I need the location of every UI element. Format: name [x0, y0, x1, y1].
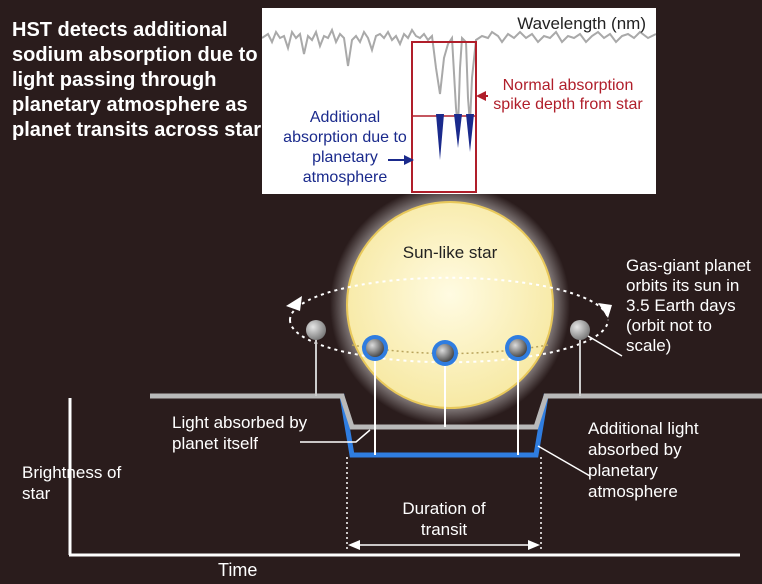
- page-title: HST detects additional sodium absorption…: [12, 19, 261, 141]
- additional-absorption-spike: [466, 114, 474, 152]
- normal-absorption-label: Normal absorption spike depth from star: [493, 77, 643, 113]
- arrow-right-icon: [528, 540, 540, 550]
- spectrum-plot: [262, 27, 656, 193]
- additional-absorption-label: Additional absorption due to planetary a…: [283, 109, 407, 186]
- arrow-left-icon: [476, 91, 486, 101]
- x-axis-label: Time: [218, 560, 258, 580]
- orbit-front: [289, 319, 609, 364]
- duration-label: Duration of transit: [402, 499, 486, 539]
- planet-transiting: [366, 339, 384, 357]
- star-label: Sun-like star: [402, 243, 498, 262]
- orbit-back: [289, 276, 609, 321]
- wavelength-label: Wavelength (nm): [517, 14, 646, 33]
- absorbed-by-planet-label: Light absorbed by planet itself: [172, 413, 308, 453]
- orbit-arrow-left-icon: [286, 296, 302, 311]
- additional-absorption-spike: [454, 114, 462, 148]
- sun-like-star: [346, 201, 554, 409]
- planet-outside: [306, 320, 326, 340]
- additional-absorption-spike: [436, 114, 444, 160]
- orbit-label: Gas-giant planet orbits its sun in 3.5 E…: [626, 256, 751, 355]
- spectrum-inset: Wavelength (nm) Additional absorption du…: [262, 8, 656, 194]
- y-axis-label: Brightness of star: [22, 463, 122, 503]
- leader-absorbed-by-planet: [300, 429, 371, 443]
- additional-light-label: Additional light absorbed by planetary a…: [588, 419, 699, 501]
- leader-orbit-label: [587, 335, 623, 357]
- spectrum-line: [262, 27, 656, 129]
- orbit-arrow-right-icon: [598, 303, 612, 318]
- arrow-right-icon: [404, 155, 414, 165]
- arrow-left-icon: [348, 540, 360, 550]
- planet-transiting: [509, 339, 527, 357]
- normal-absorption-box: [411, 41, 477, 193]
- leader-additional-light: [537, 445, 591, 477]
- planet-transiting: [436, 344, 454, 362]
- planet-outside: [570, 320, 590, 340]
